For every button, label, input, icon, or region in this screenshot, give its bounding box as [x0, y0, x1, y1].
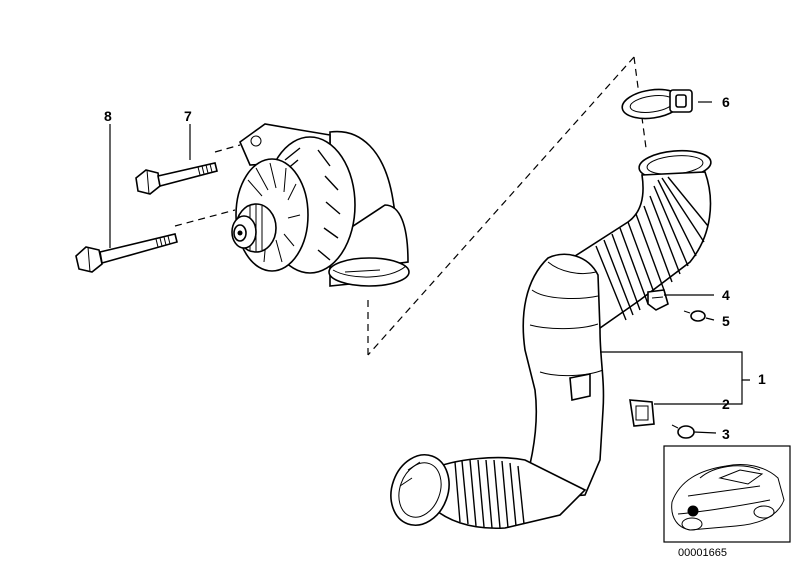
callout-leaders [109, 101, 750, 434]
callout-8: 8 [104, 108, 112, 124]
callout-6: 6 [722, 94, 730, 110]
callout-5: 5 [722, 313, 730, 329]
screw-icon [671, 424, 695, 439]
air-duct-icon [390, 149, 712, 530]
bolt-icon [135, 162, 218, 195]
callout-3: 3 [722, 426, 730, 442]
callout-labels: 8 7 6 4 5 1 2 3 [104, 94, 766, 442]
callout-1: 1 [758, 371, 766, 387]
car-thumbnail-icon [663, 445, 791, 543]
diagram-reference-number: 00001665 [678, 547, 727, 559]
clip-icon [629, 399, 655, 427]
hose-clamp-icon [621, 88, 693, 120]
bolt-icon [75, 233, 178, 273]
screw-icon [683, 310, 706, 322]
callout-2: 2 [722, 396, 730, 412]
callout-7: 7 [184, 108, 192, 124]
dashed-leader-lines [174, 56, 647, 356]
alternator-icon [231, 123, 410, 287]
callout-4: 4 [722, 287, 730, 303]
clip-icon [647, 289, 669, 311]
